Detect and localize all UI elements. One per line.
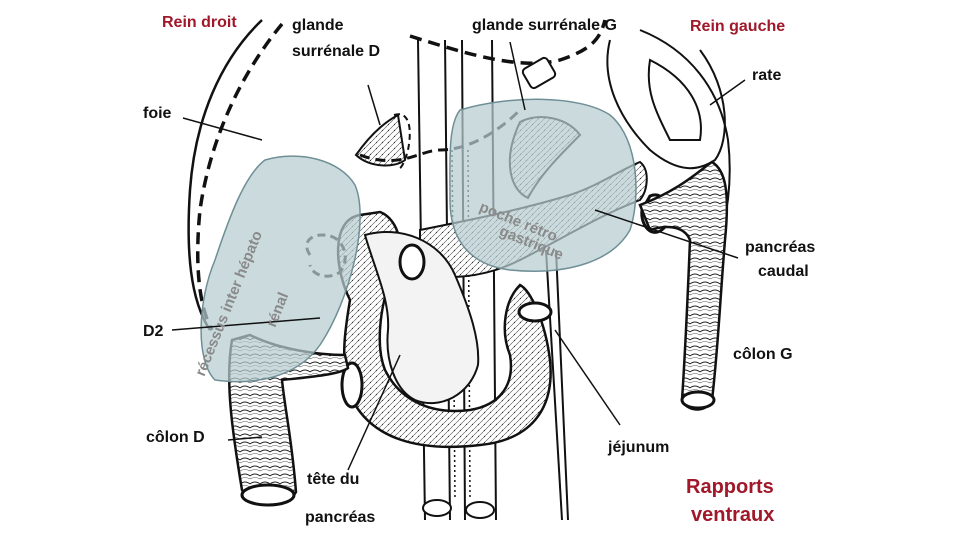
label-colon-g: côlon G xyxy=(733,346,793,363)
label-rein-gauche: Rein gauche xyxy=(690,18,786,35)
right-adrenal-dashed xyxy=(393,113,411,170)
label-glande-surrenale-g: glande surrénale G xyxy=(472,17,617,34)
label-foie: foie xyxy=(143,105,172,122)
leader-colon-d xyxy=(227,436,263,441)
liver-outline xyxy=(187,19,263,331)
left-colon-cut xyxy=(680,390,716,410)
label-glande-surrenale-d-2: surrénale D xyxy=(292,43,381,60)
label-pancreas-head: pancréas xyxy=(305,509,376,526)
spleen-inner xyxy=(647,58,702,141)
left-kidney-dashed xyxy=(409,19,607,65)
leader-jejunum xyxy=(554,329,621,426)
duodenum-cut xyxy=(398,243,426,281)
duodenum-cut-d2 xyxy=(340,361,364,409)
left-colon xyxy=(638,160,729,411)
left-kidney-outline xyxy=(606,39,726,170)
leader-glande-g xyxy=(509,41,526,111)
retrogastric-pouch-region xyxy=(449,98,637,272)
leader-pancreas-caudal xyxy=(594,209,739,259)
jejunum-vessel xyxy=(555,249,569,521)
title-ventraux: ventraux xyxy=(691,504,775,526)
hepatorenal-recess-region xyxy=(200,155,361,383)
label-pancreas-caudal-1: pancréas xyxy=(745,239,816,256)
leader-rate xyxy=(709,79,746,106)
label-d2: D2 xyxy=(143,323,164,340)
label-tete-du: tête du xyxy=(307,471,360,488)
leader-tete xyxy=(347,354,401,471)
right-kidney-dashed-outline xyxy=(196,22,284,331)
label-colon-d: côlon D xyxy=(146,429,205,446)
jejunum-cut xyxy=(517,301,553,323)
label-glande-surrenale-d-1: glande xyxy=(292,17,344,34)
right-colon-cut xyxy=(240,483,296,507)
right-adrenal xyxy=(354,113,407,167)
jejunum-vessel-2 xyxy=(545,249,563,521)
leader-foie xyxy=(182,117,263,141)
label-pancreas-caudal-2: caudal xyxy=(758,263,809,280)
label-rate: rate xyxy=(752,67,782,84)
left-adrenal-small xyxy=(521,56,557,90)
vena-cava-section xyxy=(465,501,495,519)
label-jejunum: jéjunum xyxy=(608,439,670,456)
aorta-section xyxy=(422,499,452,517)
label-rein-droit: Rein droit xyxy=(162,14,237,31)
title-rapports: Rapports xyxy=(686,476,774,498)
pancreas-head xyxy=(363,230,480,405)
leader-glande-d xyxy=(367,84,381,126)
leader-d2 xyxy=(171,317,321,331)
